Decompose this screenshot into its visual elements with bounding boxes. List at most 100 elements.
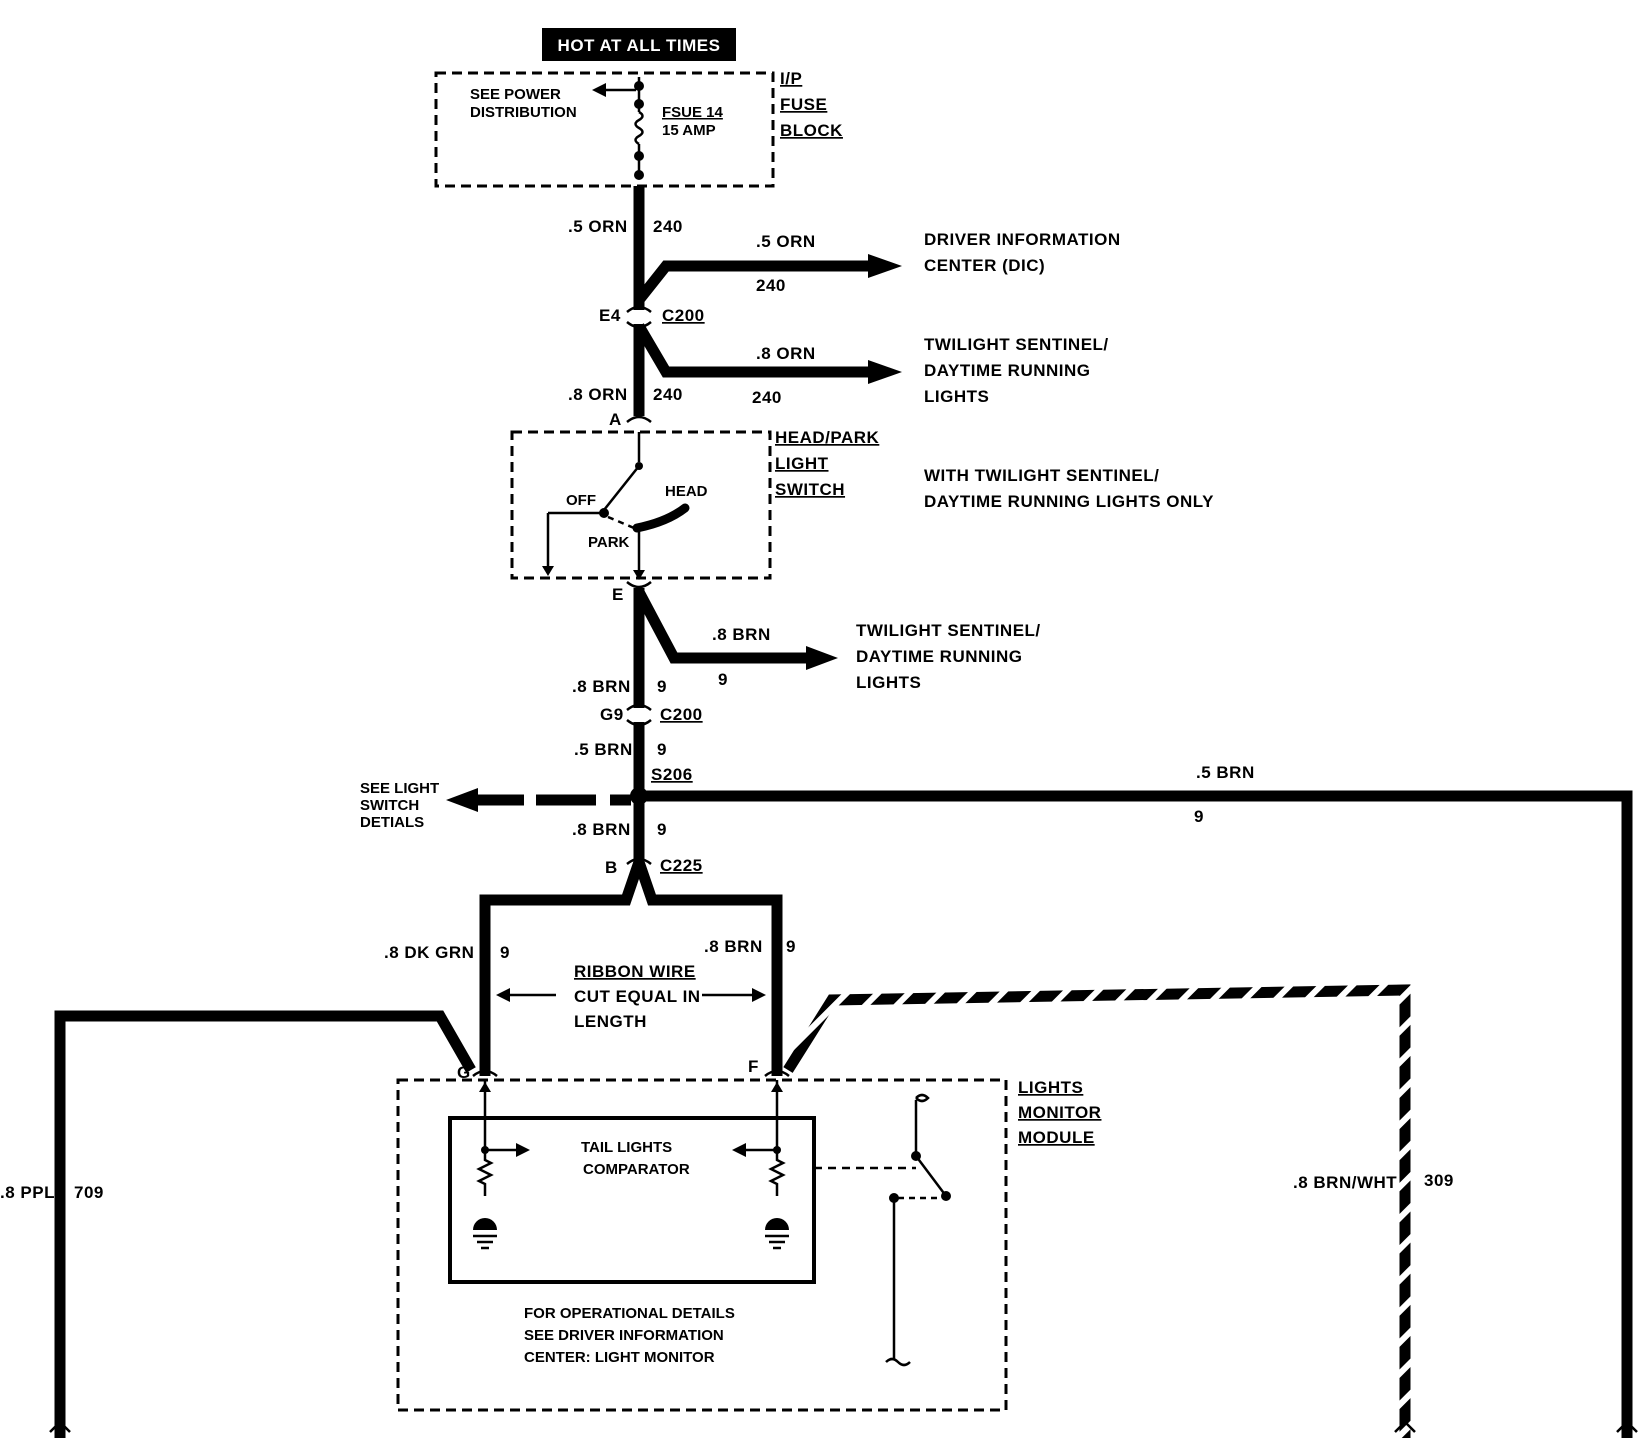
w5-gauge: .8 BRN <box>572 820 631 839</box>
relay-contact-icon <box>915 1155 947 1197</box>
module-label-1: LIGHTS <box>1018 1078 1083 1097</box>
fuse-block-label-2: FUSE <box>780 95 827 114</box>
dic-gauge: .5 ORN <box>756 232 816 251</box>
w2-gauge: .8 ORN <box>568 385 628 404</box>
ribbon-wire-note: RIBBON WIRE CUT EQUAL IN LENGTH <box>496 962 766 1031</box>
see-light-switch-3: DETIALS <box>360 814 424 831</box>
op-details-2: SEE DRIVER INFORMATION <box>524 1327 724 1344</box>
lights-monitor-module: TAIL LIGHTS COMPARATOR FOR OPERATIONAL D… <box>396 1078 1101 1412</box>
ribbon-line-2: CUT EQUAL IN <box>574 987 701 1006</box>
connector-f: F <box>748 1057 759 1076</box>
switch-head-label: HEAD <box>665 483 708 500</box>
dic-label-2: CENTER (DIC) <box>924 256 1045 275</box>
connector-b: B <box>605 858 618 877</box>
left-resistor-icon <box>476 1152 494 1196</box>
w5-circuit: 9 <box>657 820 667 839</box>
connector-c200a: C200 <box>662 306 705 325</box>
right-circuit: 9 <box>1194 807 1204 826</box>
ts1-label-1: TWILIGHT SENTINEL/ <box>924 335 1109 354</box>
hot-at-all-times-banner: HOT AT ALL TIMES <box>542 28 736 61</box>
switch-label-3: SWITCH <box>775 480 845 499</box>
ribbon-line-1: RIBBON WIRE <box>574 962 696 981</box>
w3-circuit: 9 <box>657 677 667 696</box>
ts2-gauge: .8 BRN <box>712 625 771 644</box>
comparator-label-1: TAIL LIGHTS <box>581 1139 672 1156</box>
left-gauge: .8 DK GRN <box>384 943 474 962</box>
connector-g: G <box>457 1063 471 1082</box>
ts1-arrow-icon <box>868 360 902 384</box>
connector-s206: S206 <box>651 765 693 784</box>
fuse-block-label-3: BLOCK <box>780 121 843 140</box>
comparator-label-2: COMPARATOR <box>583 1161 690 1178</box>
ip-fuse-block: SEE POWER DISTRIBUTION FSUE 14 15 AMP I/… <box>434 69 843 188</box>
w4-circuit: 9 <box>657 740 667 759</box>
ts1-circuit: 240 <box>752 388 782 407</box>
connector-c200b: C200 <box>660 705 703 724</box>
brnwht-circuit: 309 <box>1424 1171 1454 1190</box>
ts2-circuit: 9 <box>718 670 728 689</box>
connector-e: E <box>612 585 624 604</box>
banner-text: HOT AT ALL TIMES <box>558 36 721 55</box>
wire-labels: .5 ORN 240 .5 ORN 240 .8 ORN 240 .8 ORN … <box>0 217 1454 1202</box>
ts2-arrow-icon <box>806 646 838 670</box>
brnwht-gauge: .8 BRN/WHT <box>1293 1173 1397 1192</box>
see-light-switch-arrow-icon <box>446 788 478 812</box>
right-resistor-icon <box>768 1152 786 1196</box>
dic-circuit: 240 <box>756 276 786 295</box>
ribbon-line-3: LENGTH <box>574 1012 647 1031</box>
switch-label-1: HEAD/PARK <box>775 428 880 447</box>
fuse-block-label-1: I/P <box>780 69 802 88</box>
destination-labels: DRIVER INFORMATION CENTER (DIC) TWILIGHT… <box>360 230 1121 831</box>
see-light-switch-2: SWITCH <box>360 797 419 814</box>
connector-c225: C225 <box>660 856 703 875</box>
right-gauge: .5 BRN <box>1196 763 1255 782</box>
ts1-label-3: LIGHTS <box>924 387 989 406</box>
see-power-text-2: DISTRIBUTION <box>470 104 577 121</box>
ts1-label-2: DAYTIME RUNNING <box>924 361 1091 380</box>
connector-labels: E4 C200 A E G9 C200 S206 B C225 G F <box>457 306 759 1082</box>
ts1-gauge: .8 ORN <box>756 344 816 363</box>
fuse-name: FSUE 14 <box>662 104 724 121</box>
ts2-label-3: LIGHTS <box>856 673 921 692</box>
connector-symbols <box>472 305 790 1077</box>
head-park-light-switch: OFF HEAD PARK HEAD/PARK LIGHT SWITCH WIT… <box>510 428 1214 580</box>
ts2-label-1: TWILIGHT SENTINEL/ <box>856 621 1041 640</box>
fuse-amp: 15 AMP <box>662 122 716 139</box>
left-circuit: 9 <box>500 943 510 962</box>
op-details-1: FOR OPERATIONAL DETAILS <box>524 1305 735 1322</box>
w1-circuit: 240 <box>653 217 683 236</box>
see-light-switch-1: SEE LIGHT <box>360 780 439 797</box>
module-label-2: MONITOR <box>1018 1103 1101 1122</box>
switch-note-2: DAYTIME RUNNING LIGHTS ONLY <box>924 492 1214 511</box>
w2-circuit: 240 <box>653 385 683 404</box>
switch-off-label: OFF <box>566 492 596 509</box>
connector-g9: G9 <box>600 705 624 724</box>
connector-e4: E4 <box>599 306 621 325</box>
ts2-label-2: DAYTIME RUNNING <box>856 647 1023 666</box>
ppl-circuit: 709 <box>74 1183 104 1202</box>
switch-park-label: PARK <box>588 534 630 551</box>
tail-lights-comparator-box <box>448 1116 816 1284</box>
module-label-3: MODULE <box>1018 1128 1095 1147</box>
ppl-gauge: .8 PPL <box>0 1183 55 1202</box>
switch-blade-icon <box>603 465 640 511</box>
dic-label-1: DRIVER INFORMATION <box>924 230 1121 249</box>
wire-continuation-marks <box>49 1420 1638 1433</box>
connector-a: A <box>609 410 622 429</box>
see-power-arrow-icon <box>592 83 606 97</box>
w4-gauge: .5 BRN <box>574 740 633 759</box>
switch-note-1: WITH TWILIGHT SENTINEL/ <box>924 466 1159 485</box>
dic-arrow-icon <box>868 254 902 278</box>
head-contact-icon <box>632 503 690 533</box>
rb-gauge: .8 BRN <box>704 937 763 956</box>
main-circuit-wires <box>54 186 1633 1438</box>
rb-circuit: 9 <box>786 937 796 956</box>
see-power-text-1: SEE POWER <box>470 86 561 103</box>
w3-gauge: .8 BRN <box>572 677 631 696</box>
s206-splice-icon <box>630 787 648 805</box>
w1-gauge: .5 ORN <box>568 217 628 236</box>
switch-label-2: LIGHT <box>775 454 829 473</box>
op-details-3: CENTER: LIGHT MONITOR <box>524 1349 715 1366</box>
fuse-icon <box>634 110 644 146</box>
